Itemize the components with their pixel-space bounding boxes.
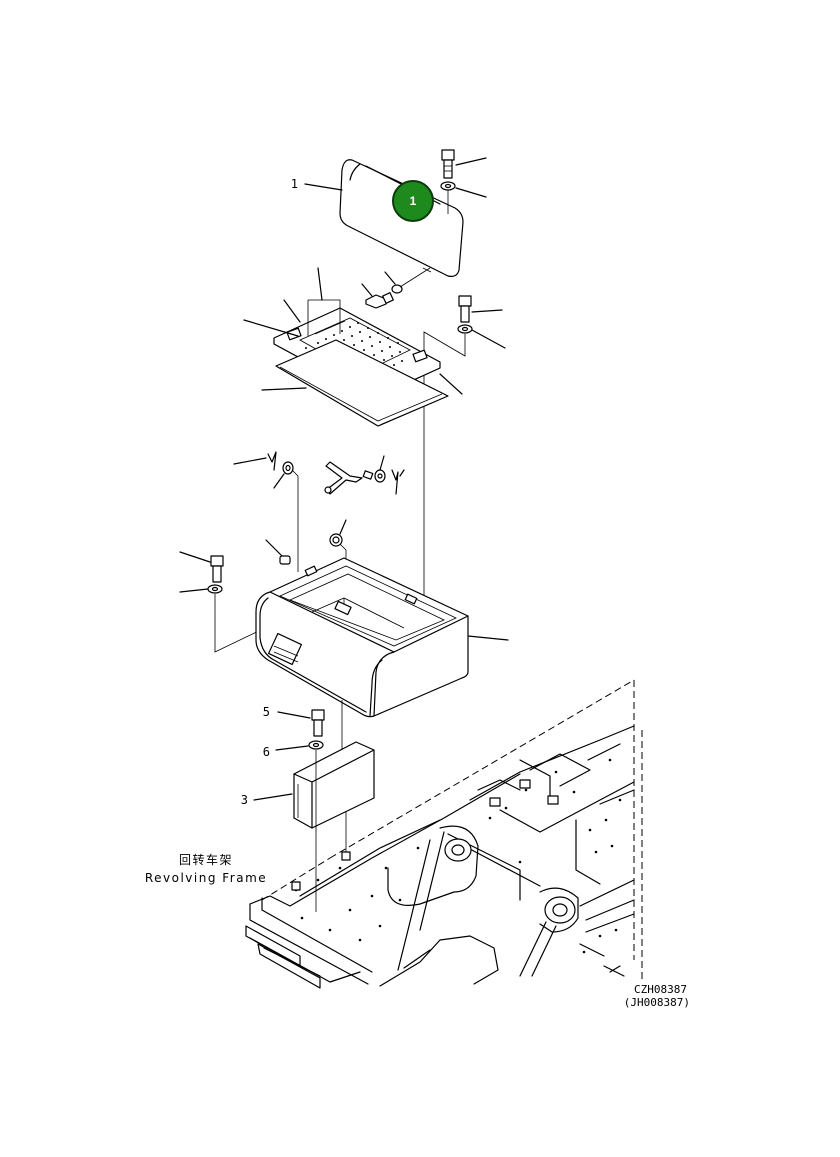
floor-mat (275, 339, 449, 427)
bolt-right (457, 295, 473, 334)
callout-label-1: 1 (291, 177, 298, 191)
revolving-frame (245, 679, 643, 989)
nut-rod (374, 469, 386, 483)
callout-label-5: 5 (263, 705, 270, 719)
bolt-part-5 (311, 709, 325, 737)
clip-left (267, 451, 277, 471)
part-marker-1[interactable]: 1 (392, 180, 434, 222)
washer-top (440, 181, 456, 191)
bracket-part-3 (293, 741, 375, 829)
bolt-left (207, 555, 224, 594)
bolt-top (441, 149, 455, 179)
drawing-code-secondary: (JH008387) (624, 996, 690, 1009)
support-rod (324, 461, 374, 495)
washer-part-6 (308, 740, 324, 750)
grommet-left (282, 461, 294, 475)
marker-label[interactable]: 1 (410, 194, 417, 208)
frame-caption-english: Revolving Frame (145, 871, 267, 885)
bolt-side (365, 284, 403, 309)
leader-line (304, 183, 343, 191)
drawing-code: CZH08387 (634, 983, 687, 996)
callout-label-3: 3 (241, 793, 248, 807)
tool-box (255, 557, 469, 718)
callout-label-6: 6 (263, 745, 270, 759)
cap-small (279, 555, 291, 565)
grommet-center (329, 533, 343, 547)
frame-caption-chinese: 回转车架 (179, 852, 233, 867)
marker-circle[interactable] (392, 180, 434, 222)
